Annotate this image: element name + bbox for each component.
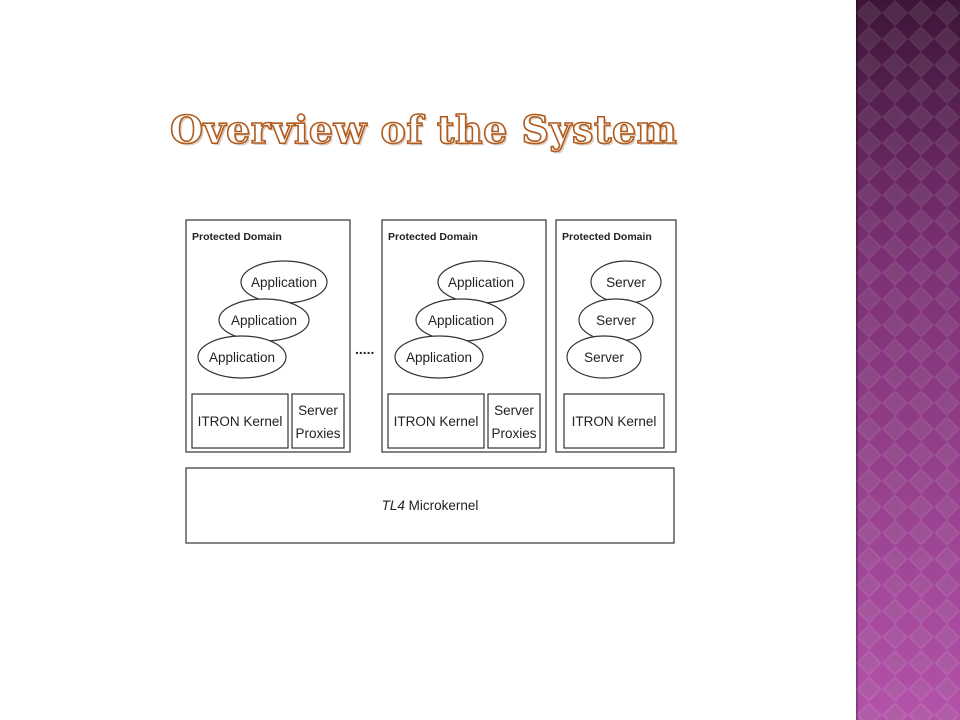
microkernel-label: TL4 Microkernel (382, 498, 479, 513)
application-label: Application (428, 313, 494, 328)
kernel-box-3 (563, 393, 665, 449)
kernel-box-2 (387, 393, 485, 449)
architecture-diagram: Protected Domain Protected Domain Protec… (180, 214, 680, 550)
microkernel-box (185, 467, 675, 544)
itron-kernel-label: ITRON Kernel (572, 414, 657, 429)
itron-kernel-label: ITRON Kernel (198, 414, 283, 429)
server-label: Server (606, 275, 646, 290)
application-ellipse (197, 335, 287, 379)
kernel-box-1 (191, 393, 289, 449)
proxies-box-2 (487, 393, 541, 449)
itron-kernel-label: ITRON Kernel (394, 414, 479, 429)
application-label: Application (448, 275, 514, 290)
protected-domain-label: Protected Domain (192, 231, 282, 243)
server-ellipse (566, 335, 642, 379)
application-label: Application (406, 350, 472, 365)
server-proxies-label: Proxies (491, 426, 536, 441)
decorative-side-band (856, 0, 960, 720)
application-ellipse (394, 335, 484, 379)
application-label: Application (209, 350, 275, 365)
protected-domain-label: Protected Domain (388, 231, 478, 243)
protected-domain-label: Protected Domain (562, 231, 652, 243)
server-label: Server (596, 313, 636, 328)
slide-title: Overview of the System (169, 106, 678, 153)
application-label: Application (251, 275, 317, 290)
application-label: Application (231, 313, 297, 328)
proxies-box-1 (291, 393, 345, 449)
server-proxies-label: Server (494, 403, 534, 418)
server-proxies-label: Server (298, 403, 338, 418)
server-proxies-label: Proxies (295, 426, 340, 441)
ellipsis-dots: ..... (355, 341, 374, 357)
server-label: Server (584, 350, 624, 365)
